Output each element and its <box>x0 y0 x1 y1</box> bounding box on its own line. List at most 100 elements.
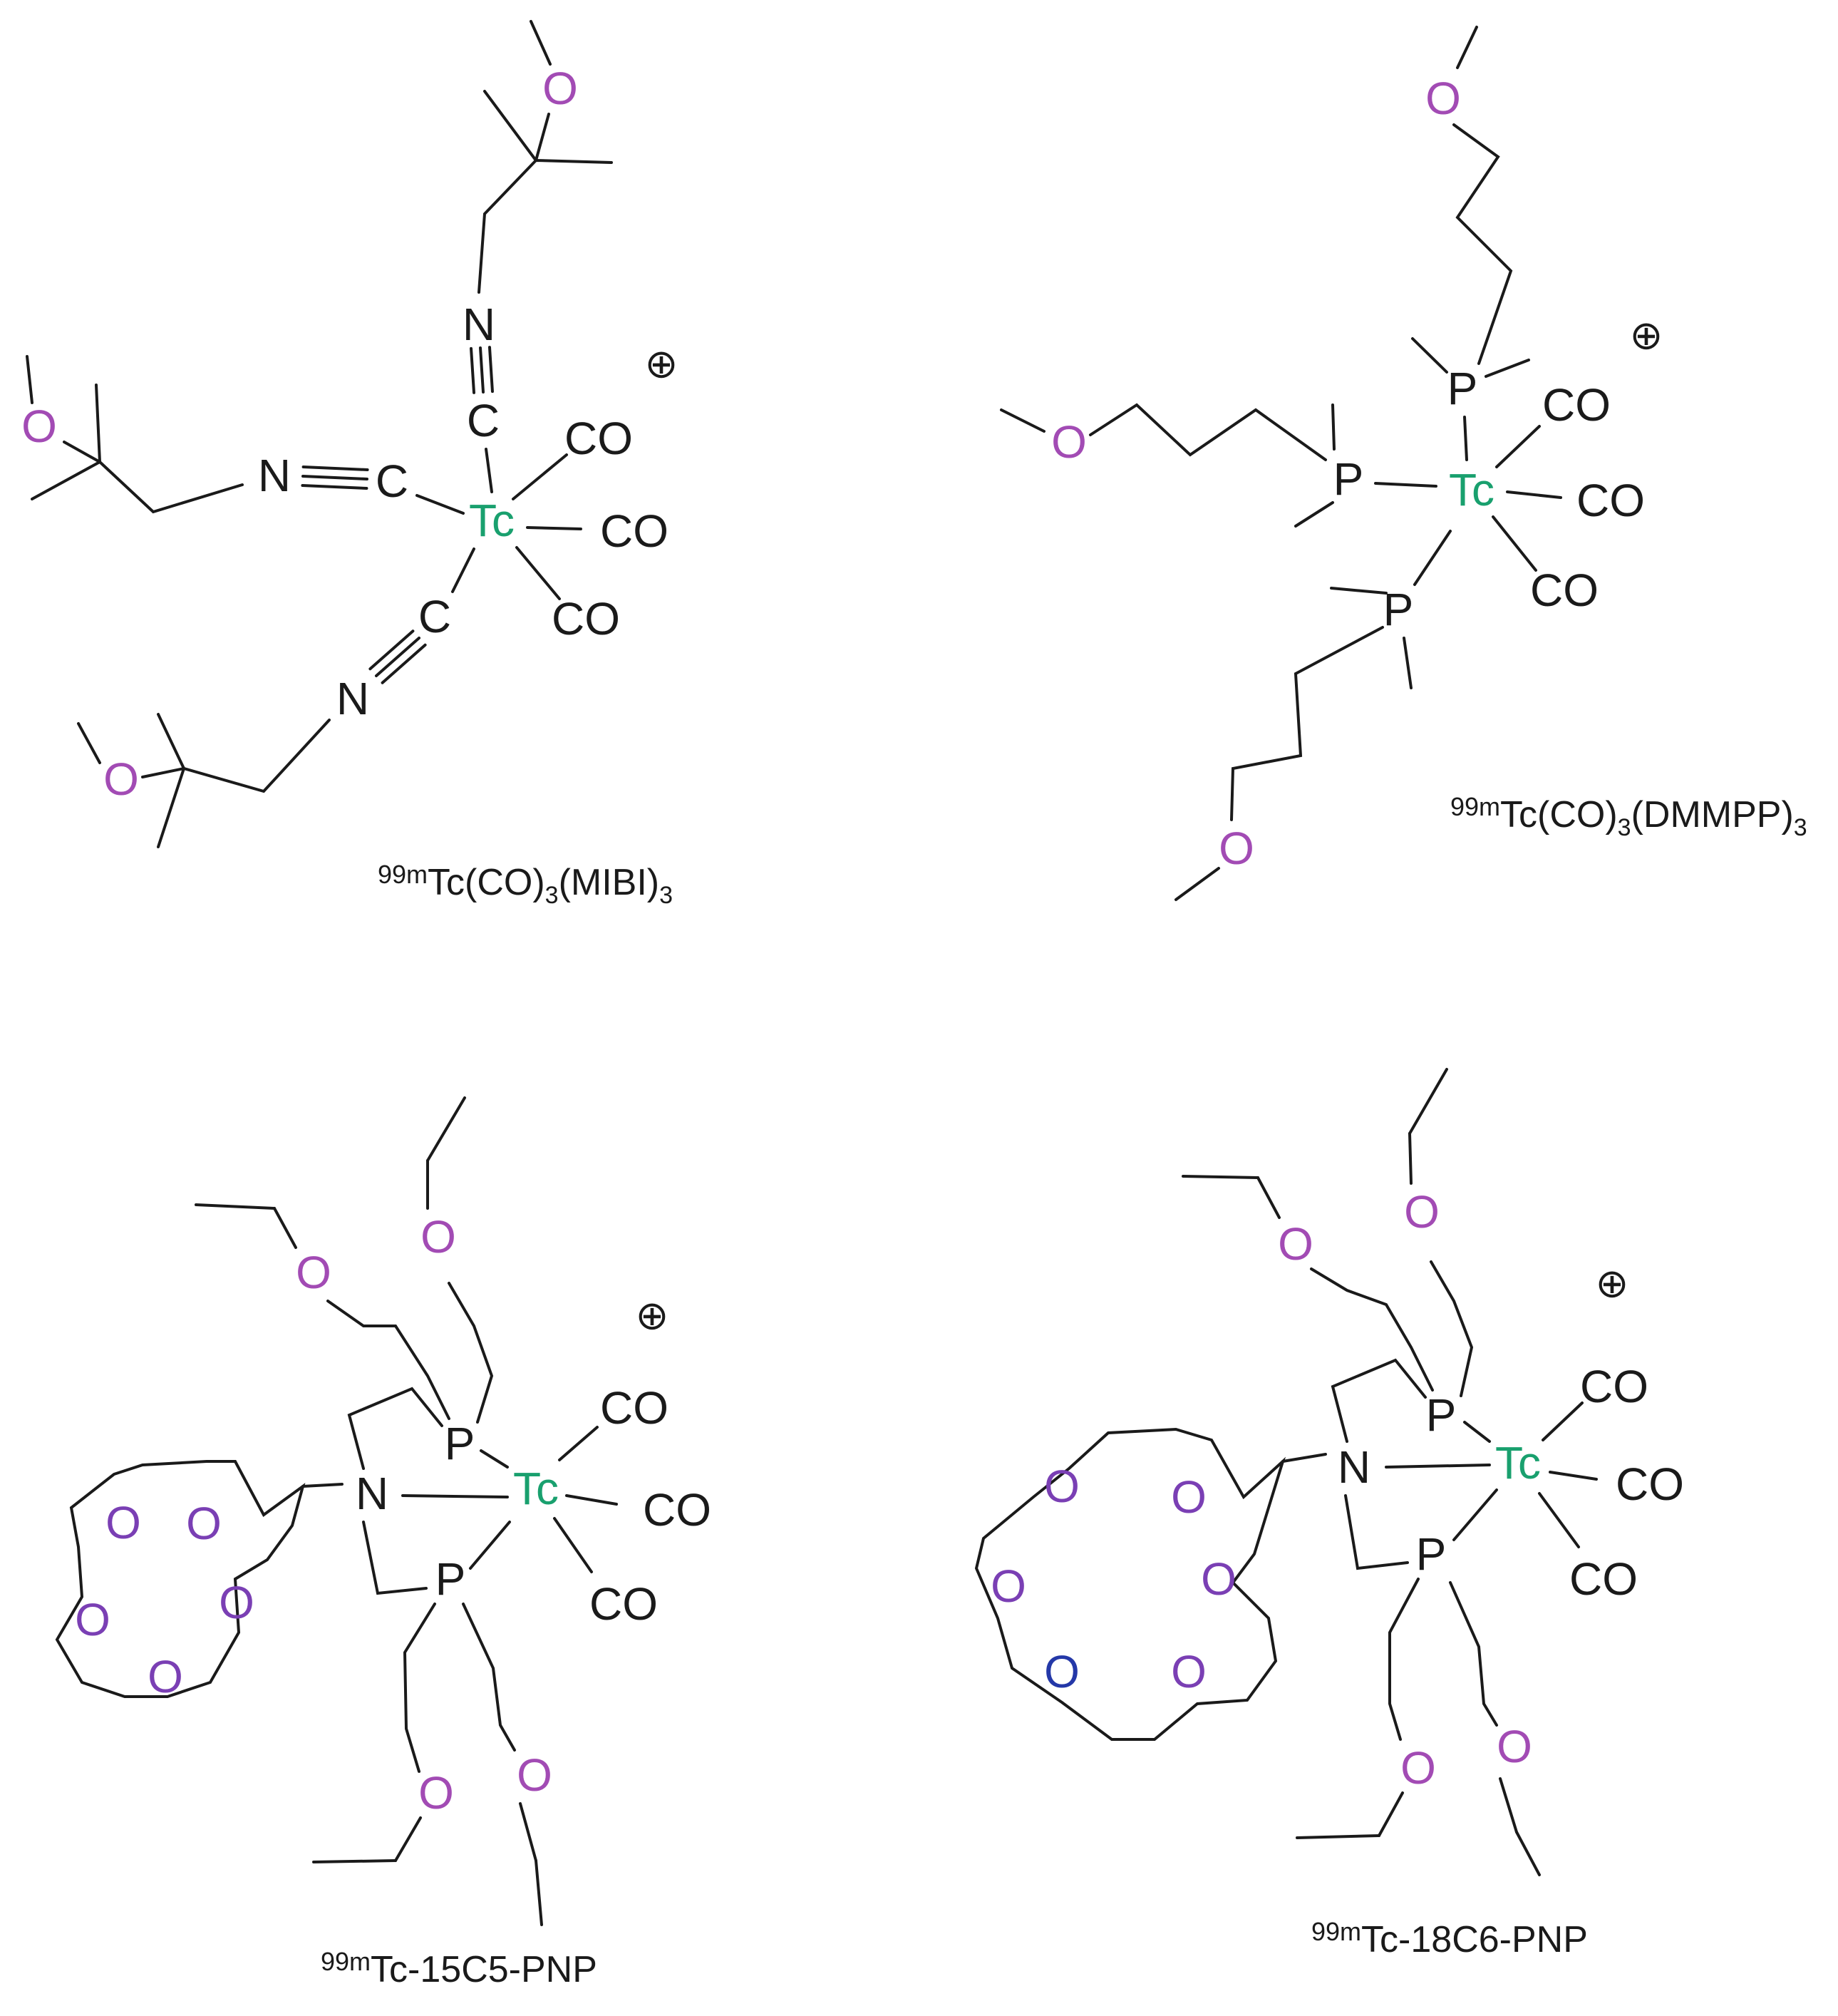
bond-chain <box>347 1387 443 1470</box>
oxygen-atom: O <box>1400 1742 1436 1794</box>
bond-chain <box>362 1521 428 1595</box>
bond-chain <box>31 460 244 514</box>
bond-chain <box>1430 1260 1474 1397</box>
carbonyl-label: CO <box>1530 565 1599 616</box>
bond-line <box>1281 1453 1327 1463</box>
caption-isotope: 99m <box>1311 1917 1361 1946</box>
bond-line <box>1256 1176 1281 1219</box>
bond-line <box>1538 1492 1580 1548</box>
caption-subscript: 3 <box>1794 814 1807 841</box>
carbon-atom: C <box>418 591 451 642</box>
oxygen-atom: O <box>1497 1721 1532 1772</box>
caption-text: (MIBI) <box>559 862 660 903</box>
oxygen-atom: O <box>1051 416 1087 468</box>
positive-charge-icon: ⊕ <box>1596 1261 1629 1306</box>
carbonyl-label: CO <box>552 593 620 644</box>
caption-isotope: 99m <box>321 1947 371 1976</box>
caption-subscript: 3 <box>545 882 559 909</box>
bond-chain <box>1331 1358 1427 1443</box>
bond-line <box>512 453 568 500</box>
bond-line <box>515 546 561 600</box>
crown-ether-ring <box>55 1460 306 1698</box>
phosphorus-atom: P <box>435 1553 466 1605</box>
nitrogen-atom: N <box>336 673 369 724</box>
bond-chain <box>1449 1581 1498 1727</box>
oxygen-atom: O <box>186 1498 222 1549</box>
nitrogen-atom: N <box>1338 1441 1370 1493</box>
bond-line <box>77 722 101 764</box>
bond-line <box>483 90 537 162</box>
bond-chain <box>1452 123 1513 365</box>
bond-line <box>63 441 101 463</box>
triple-bond-line <box>479 346 485 394</box>
bond-chain <box>477 158 613 294</box>
oxygen-atom: O <box>219 1577 254 1628</box>
carbonyl-label: CO <box>600 1382 668 1434</box>
oxygen-atom: O <box>105 1497 141 1548</box>
caption-text: Tc(CO) <box>1500 794 1618 835</box>
oxygen-atom: O <box>1219 823 1254 874</box>
bond-line <box>1408 1132 1413 1185</box>
bond-line <box>1378 1791 1404 1837</box>
triple-bond-line <box>301 475 368 480</box>
carbonyl-label: CO <box>1542 379 1611 431</box>
phosphorus-atom: P <box>1426 1389 1457 1441</box>
phosphorus-atom: P <box>445 1418 475 1469</box>
caption-text: (DMMPP) <box>1631 794 1794 835</box>
bond-line <box>469 1521 511 1570</box>
bond-line <box>1549 1471 1598 1481</box>
bond-line <box>273 1207 297 1249</box>
carbonyl-label: CO <box>1569 1553 1638 1605</box>
bond-chain <box>1310 1267 1434 1392</box>
carbonyl-label: CO <box>1580 1361 1648 1412</box>
bond-line <box>415 494 465 515</box>
bond-line <box>1294 501 1334 528</box>
oxygen-atom: O <box>1171 1646 1207 1697</box>
bond-line <box>565 1494 618 1506</box>
bond-line <box>1331 403 1336 451</box>
bond-line <box>301 1483 344 1488</box>
caption-text: Tc-15C5-PNP <box>371 1949 597 1990</box>
triple-bond-line <box>470 346 476 394</box>
carbonyl-label: CO <box>600 505 668 557</box>
bond-line <box>1495 425 1541 468</box>
positive-charge-icon: ⊕ <box>636 1293 669 1338</box>
triple-bond-line <box>301 483 368 490</box>
oxygen-atom: O <box>296 1247 331 1298</box>
bond-line <box>535 1859 543 1926</box>
caption: 99mTc-15C5-PNP <box>321 1947 597 1990</box>
oxygen-atom: O <box>991 1560 1026 1612</box>
oxygen-atom: O <box>542 63 578 114</box>
bond-line <box>553 1517 593 1573</box>
bond-line <box>1506 490 1562 499</box>
bond-line <box>1296 1834 1380 1839</box>
positive-charge-icon: ⊕ <box>645 341 678 386</box>
phosphorus-atom: P <box>1447 363 1478 414</box>
bond-chain <box>157 719 331 848</box>
bond-line <box>530 20 552 66</box>
bond-line <box>195 1203 276 1210</box>
bond-line <box>526 526 582 530</box>
bond-line <box>26 355 33 404</box>
bond-line <box>1182 1175 1259 1179</box>
bond-chain <box>1344 1494 1409 1570</box>
bond-line <box>535 113 550 162</box>
bond-line <box>141 767 185 778</box>
tc-atom: Tc <box>1449 464 1494 515</box>
oxygen-atom: O <box>75 1594 110 1645</box>
triple-bond-line <box>368 629 415 671</box>
bond-line <box>1403 637 1413 689</box>
bond-line <box>1374 482 1437 488</box>
bond-chain <box>1230 626 1384 821</box>
bond-line <box>1413 530 1452 586</box>
carbonyl-label: CO <box>589 1578 658 1630</box>
bond-line <box>1000 408 1046 433</box>
phosphorus-atom: P <box>1333 453 1364 505</box>
bond-line <box>1330 587 1388 595</box>
phosphorus-atom: P <box>1383 584 1414 635</box>
bond-line <box>1485 359 1530 378</box>
carbon-atom: C <box>376 456 408 507</box>
